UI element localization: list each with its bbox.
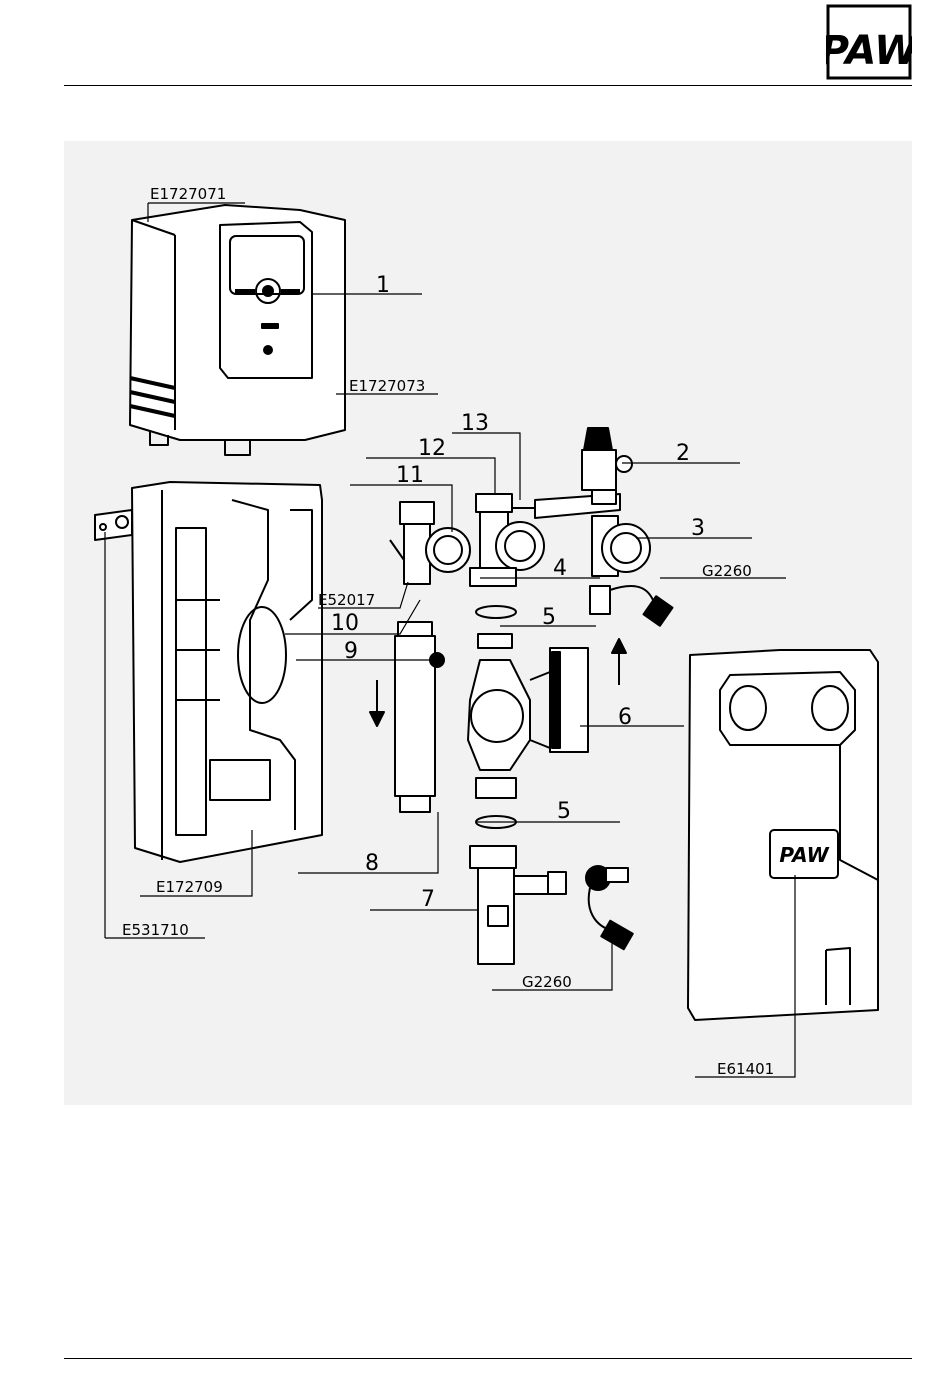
gasket-upper <box>476 606 516 618</box>
plug-bottom <box>586 866 633 949</box>
safety-valve <box>582 428 632 504</box>
front-cover <box>130 205 345 455</box>
code-E1727073: E1727073 <box>349 377 425 395</box>
arrow-up <box>612 639 626 685</box>
rear-cover: PAW <box>688 650 878 1020</box>
part-number-11: 11 <box>396 463 424 488</box>
part-number-6: 6 <box>618 705 632 730</box>
code-G2260-top: G2260 <box>702 562 752 580</box>
return-valve <box>592 516 650 576</box>
plug-top <box>590 586 673 626</box>
code-E1727071: E1727071 <box>150 185 226 203</box>
part-number-1: 1 <box>376 273 390 298</box>
code-E61401: E61401 <box>717 1060 774 1078</box>
part-number-9: 9 <box>344 639 358 664</box>
rear-cover-logo-text: PAW <box>779 843 829 867</box>
footer-rule <box>64 1358 912 1359</box>
part-number-8: 8 <box>365 851 379 876</box>
code-G2260-bottom: G2260 <box>522 973 572 991</box>
fill-drain-valve <box>470 846 566 964</box>
part-number-7: 7 <box>421 887 435 912</box>
part-number-5b: 5 <box>557 799 571 824</box>
part-number-3: 3 <box>691 516 705 541</box>
code-E172709: E172709 <box>156 878 223 896</box>
part-number-13: 13 <box>461 411 489 436</box>
part-number-12: 12 <box>418 436 446 461</box>
code-E52017: E52017 <box>318 591 375 609</box>
part-number-4: 4 <box>553 556 567 581</box>
pump <box>468 634 588 798</box>
part-number-5a: 5 <box>542 605 556 630</box>
arrow-down <box>370 680 384 726</box>
check-valve-tube <box>395 622 444 812</box>
back-shell <box>95 482 322 862</box>
part-number-10: 10 <box>331 611 359 636</box>
code-E531710: E531710 <box>122 921 189 939</box>
ball-valve-11 <box>390 502 470 584</box>
part-number-2: 2 <box>676 441 690 466</box>
